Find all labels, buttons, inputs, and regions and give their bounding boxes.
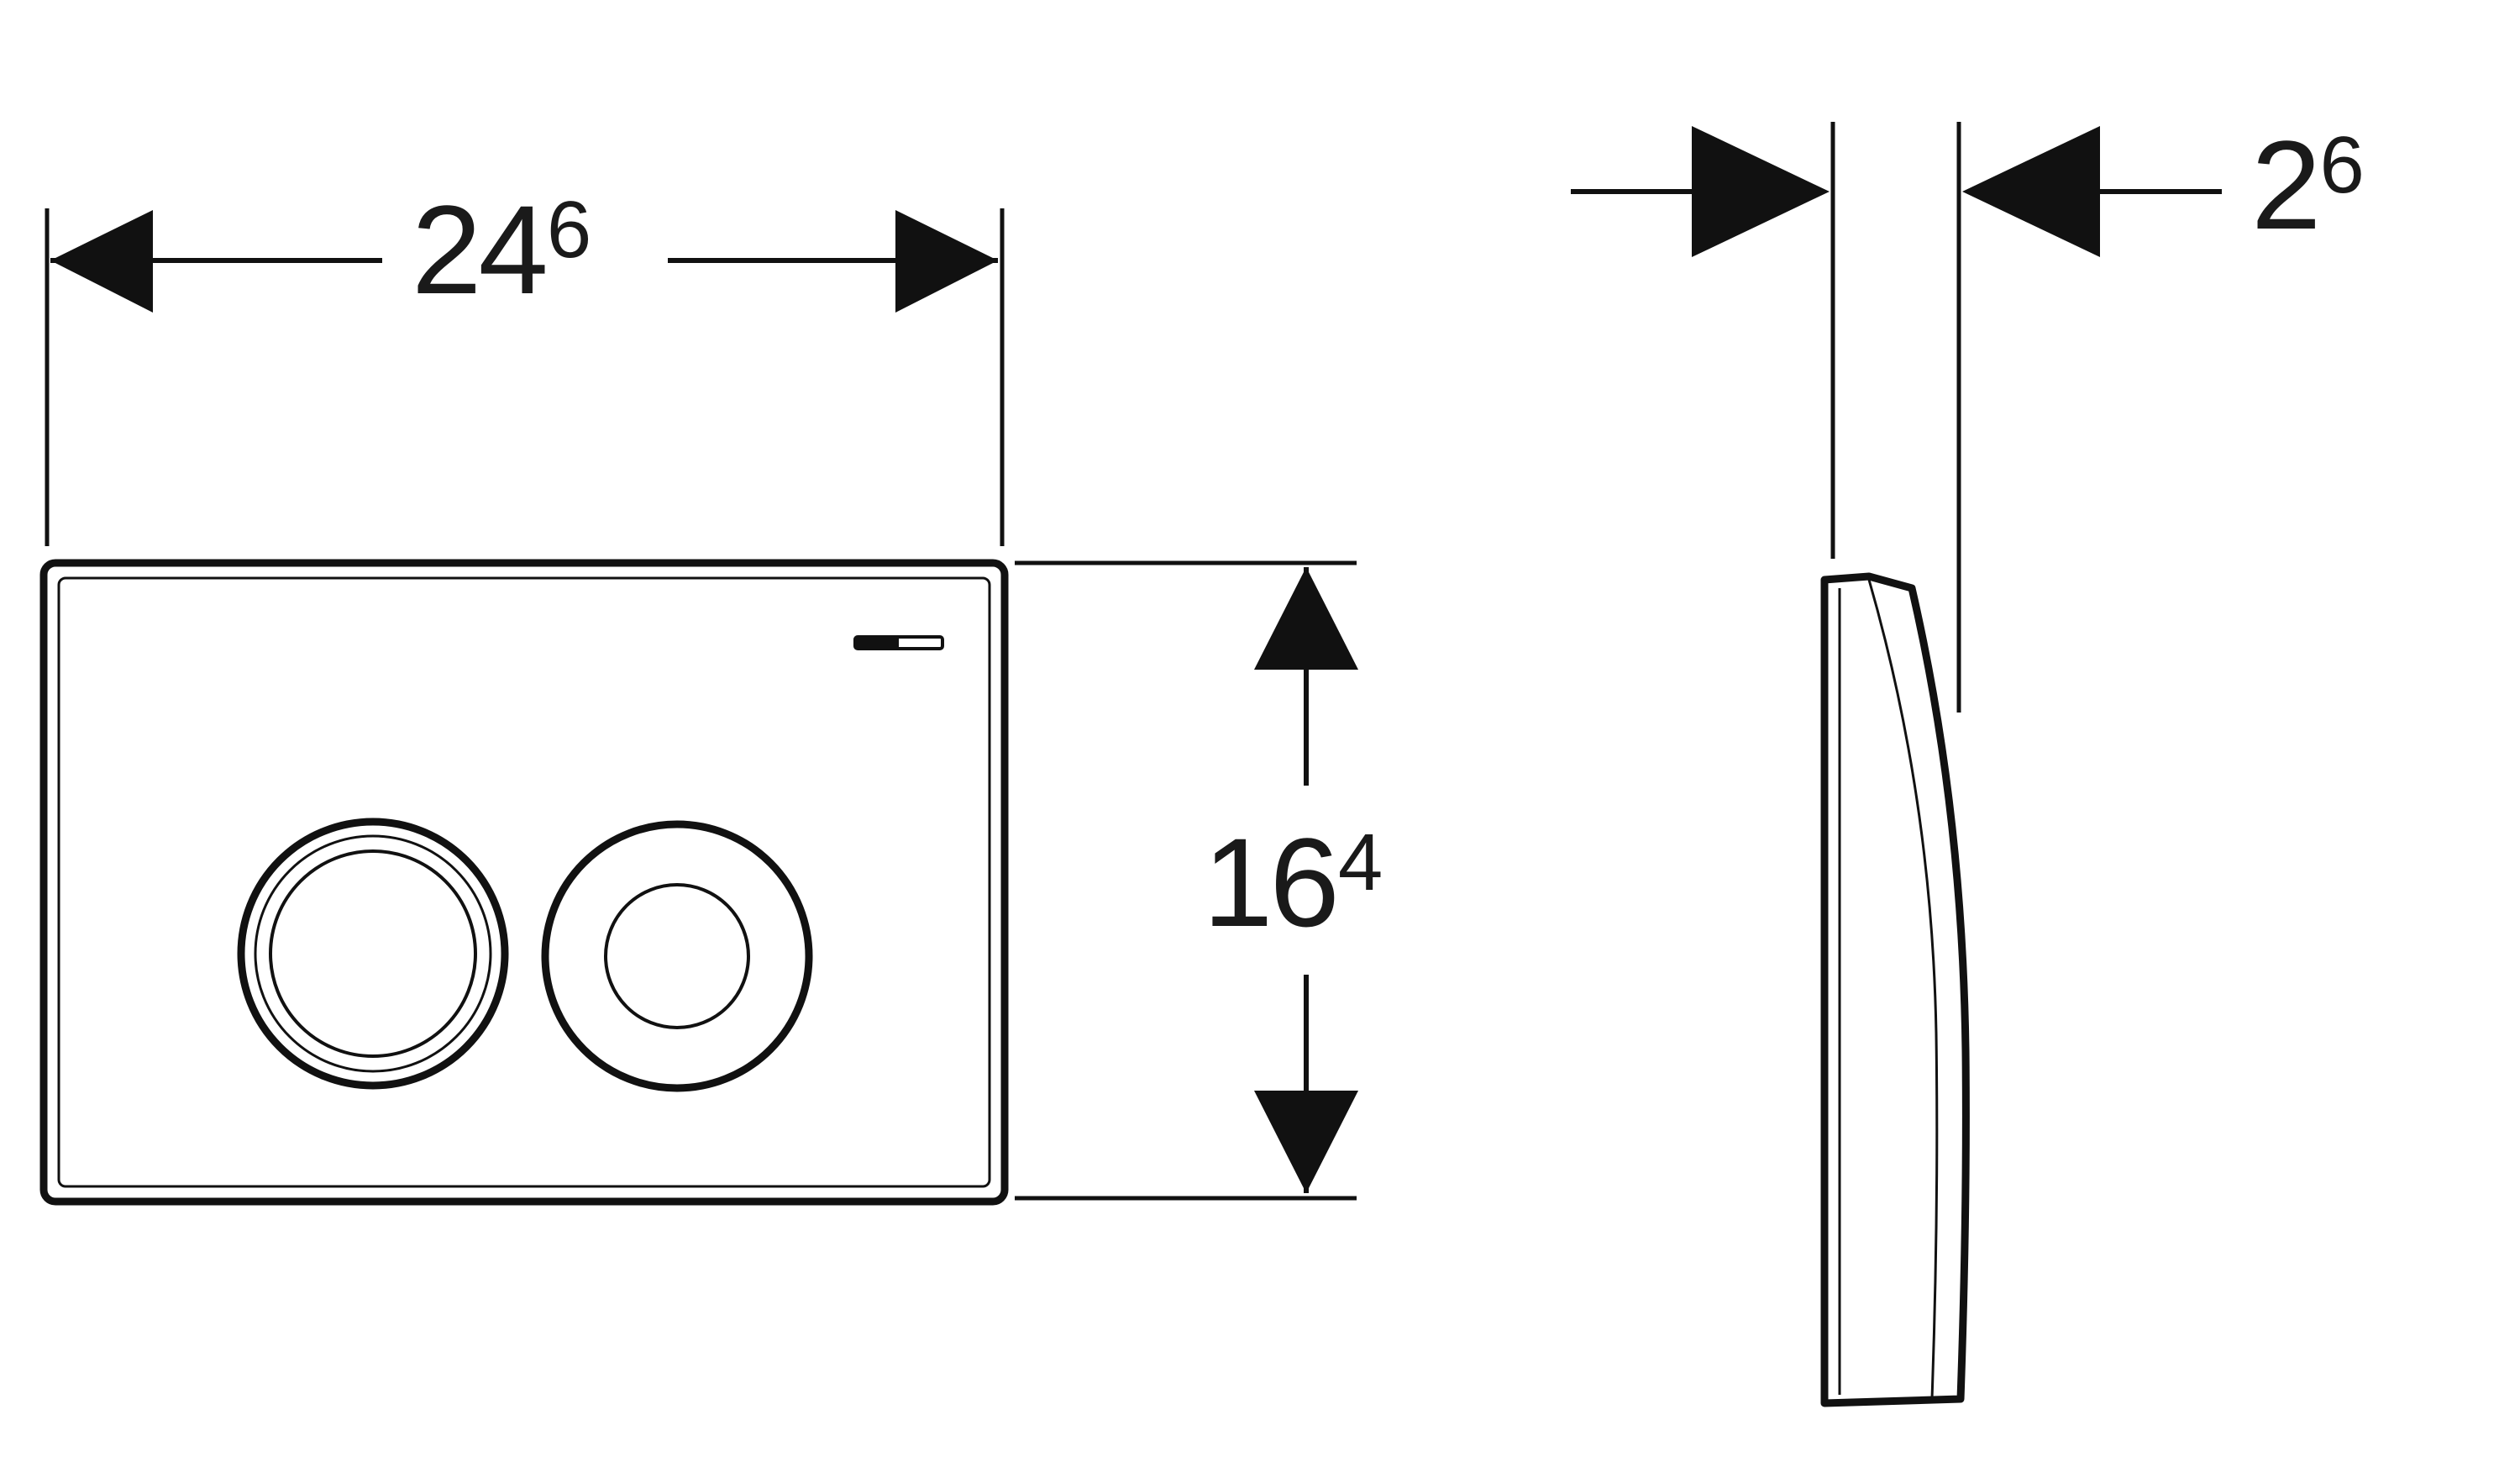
height-dimension-value: 16: [1203, 812, 1340, 953]
height-dimension-superscript: 4: [1337, 817, 1383, 907]
height-dimension-label: 164: [1203, 819, 1383, 945]
plate-side-profile-inner: [1867, 579, 1939, 1400]
flush-button-large-inner: [269, 849, 477, 1058]
width-dimension-superscript: 6: [546, 184, 592, 275]
flush-button-large-outer: [237, 818, 509, 1090]
plate-side-profile-outer: [1820, 572, 1970, 1407]
width-dimension-label: 246: [412, 187, 591, 313]
depth-dimension-label: 26: [2251, 122, 2365, 248]
flush-plate-outer: [39, 559, 1009, 1206]
depth-dimension-value: 2: [2251, 114, 2321, 255]
depth-arrow-right: [1962, 126, 2100, 257]
width-dimension-value: 24: [412, 179, 549, 320]
side-view: [1571, 122, 2222, 1407]
brand-logo-mark: [853, 635, 944, 650]
depth-arrow-left: [1692, 126, 1830, 257]
flush-button-small-outer: [541, 820, 813, 1092]
brand-logo-fill: [857, 639, 899, 647]
width-arrow-right: [895, 210, 998, 313]
flush-button-small-inner: [604, 883, 750, 1029]
height-arrow-top: [1254, 567, 1358, 670]
depth-dimension-superscript: 6: [2319, 119, 2365, 210]
front-view: [39, 208, 1358, 1206]
width-arrow-left: [50, 210, 153, 313]
height-arrow-bottom: [1254, 1091, 1358, 1193]
flush-button-large-ring: [254, 834, 492, 1073]
flush-plate-inner: [57, 576, 991, 1188]
